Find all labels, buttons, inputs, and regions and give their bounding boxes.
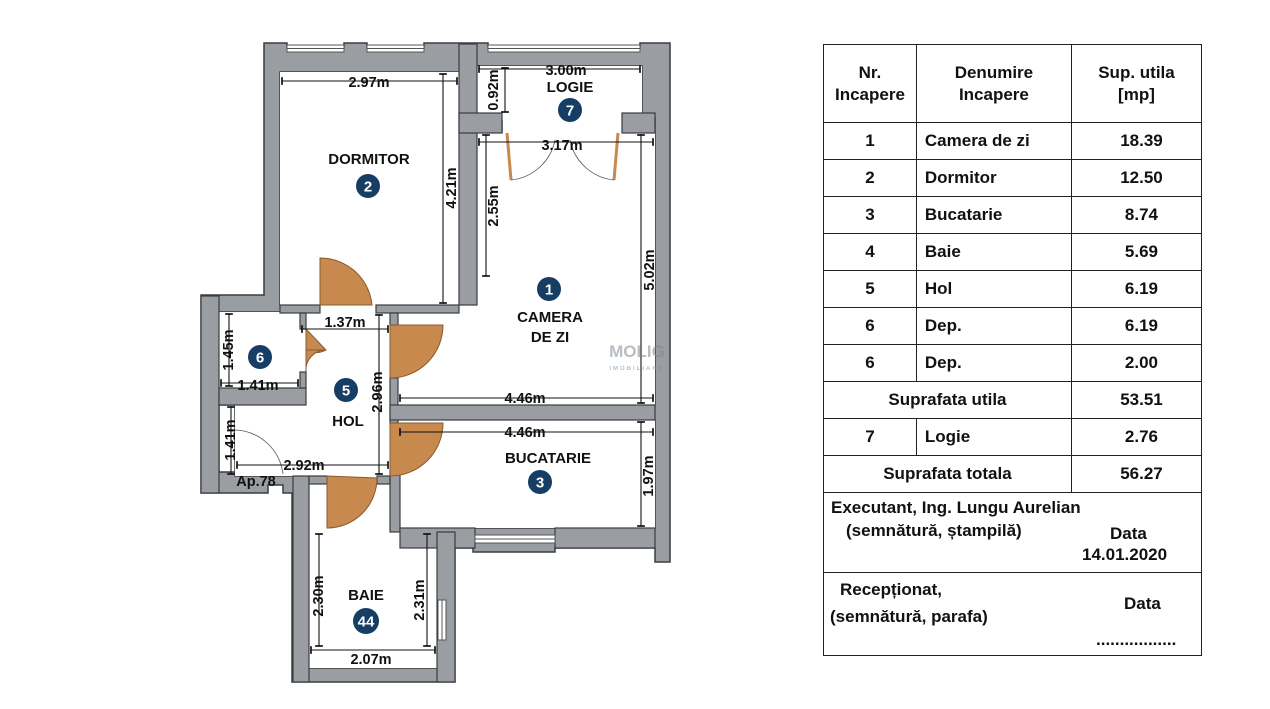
room-name-hol: HOL <box>332 413 364 430</box>
room-camera-de-zi <box>398 133 655 405</box>
svg-text:44: 44 <box>358 614 375 631</box>
receptionat-date-label: Data <box>1124 594 1161 613</box>
windows <box>286 44 641 641</box>
svg-text:5: 5 <box>342 383 350 400</box>
room-number-badge: 6 <box>248 345 272 369</box>
dim-label: 2.92m <box>283 458 324 474</box>
receptionat-dots: ................. <box>1096 630 1177 649</box>
executant-row: Executant, Ing. Lungu Aurelian (semnătur… <box>823 492 1202 573</box>
floor-plan: 2.97m 3.00m 0.92m 3.17m 4.21m 2.55m 5.02… <box>200 42 671 683</box>
dim-label: 4.46m <box>504 391 545 407</box>
room-name-camera-line2: DE ZI <box>531 329 569 346</box>
executant-date-label: Data <box>1110 524 1147 543</box>
dim-label: 2.30m <box>311 575 327 616</box>
dim-label: 2.97m <box>348 75 389 91</box>
dim-label: 1.37m <box>324 315 365 331</box>
dim-label: 4.21m <box>444 167 460 208</box>
dim-label: 5.02m <box>642 249 658 290</box>
dim-label: 1.45m <box>221 329 237 370</box>
watermark-logo: MOLIG IMOBILIARE <box>609 342 665 372</box>
svg-text:MOLIG: MOLIG <box>609 342 665 361</box>
svg-text:7: 7 <box>566 103 574 120</box>
room-number-badge: 3 <box>528 470 552 494</box>
executant-name: Executant, Ing. Lungu Aurelian <box>831 498 1081 517</box>
receptionat-label: Recepționat, <box>840 580 943 599</box>
apartment-label: Ap.78 <box>236 474 276 490</box>
dim-label: 2.96m <box>370 371 386 412</box>
room-number-badge: 7 <box>558 98 582 122</box>
receptionat-row: Recepționat, (semnătură, parafa) Data ..… <box>823 572 1202 656</box>
dimension-lines <box>220 65 654 654</box>
svg-text:IMOBILIARE: IMOBILIARE <box>609 366 664 372</box>
room-number-badge: 44 <box>353 608 379 634</box>
svg-text:3: 3 <box>536 475 544 492</box>
dim-label: 4.46m <box>504 425 545 441</box>
room-name-logie: LOGIE <box>547 79 594 96</box>
dim-label: 2.55m <box>486 185 502 226</box>
dim-label: 3.00m <box>545 63 586 79</box>
executant-sign-note: (semnătură, ștampilă) <box>846 521 1022 540</box>
receptionat-sign-note: (semnătură, parafa) <box>830 607 988 626</box>
dim-label: 1.41m <box>223 419 239 460</box>
interior-walls <box>200 43 656 683</box>
executant-date-value: 14.01.2020 <box>1082 545 1168 564</box>
dim-label: 0.92m <box>486 69 502 110</box>
room-name-dormitor: DORMITOR <box>328 151 410 168</box>
dim-label: 3.17m <box>541 138 582 154</box>
dim-label: 2.31m <box>412 579 428 620</box>
room-name-baie: BAIE <box>348 587 384 604</box>
svg-text:2: 2 <box>364 179 372 196</box>
room-name-camera-line1: CAMERA <box>517 309 583 326</box>
header-area: Sup. utila[mp] <box>1070 44 1203 123</box>
room-number-badge: 1 <box>537 277 561 301</box>
room-name-bucatarie: BUCATARIE <box>505 450 591 467</box>
dimension-labels: 2.97m 3.00m 0.92m 3.17m 4.21m 2.55m 5.02… <box>221 63 658 668</box>
dim-label: 1.97m <box>641 455 657 496</box>
dim-label: 2.07m <box>350 652 391 668</box>
room-number-badge: 2 <box>356 174 380 198</box>
svg-text:6: 6 <box>256 350 264 367</box>
svg-text:1: 1 <box>545 282 553 299</box>
room-number-badge: 5 <box>334 378 358 402</box>
dim-label: 1.41m <box>237 378 278 394</box>
header-nr: Nr.Incapere <box>823 44 917 123</box>
